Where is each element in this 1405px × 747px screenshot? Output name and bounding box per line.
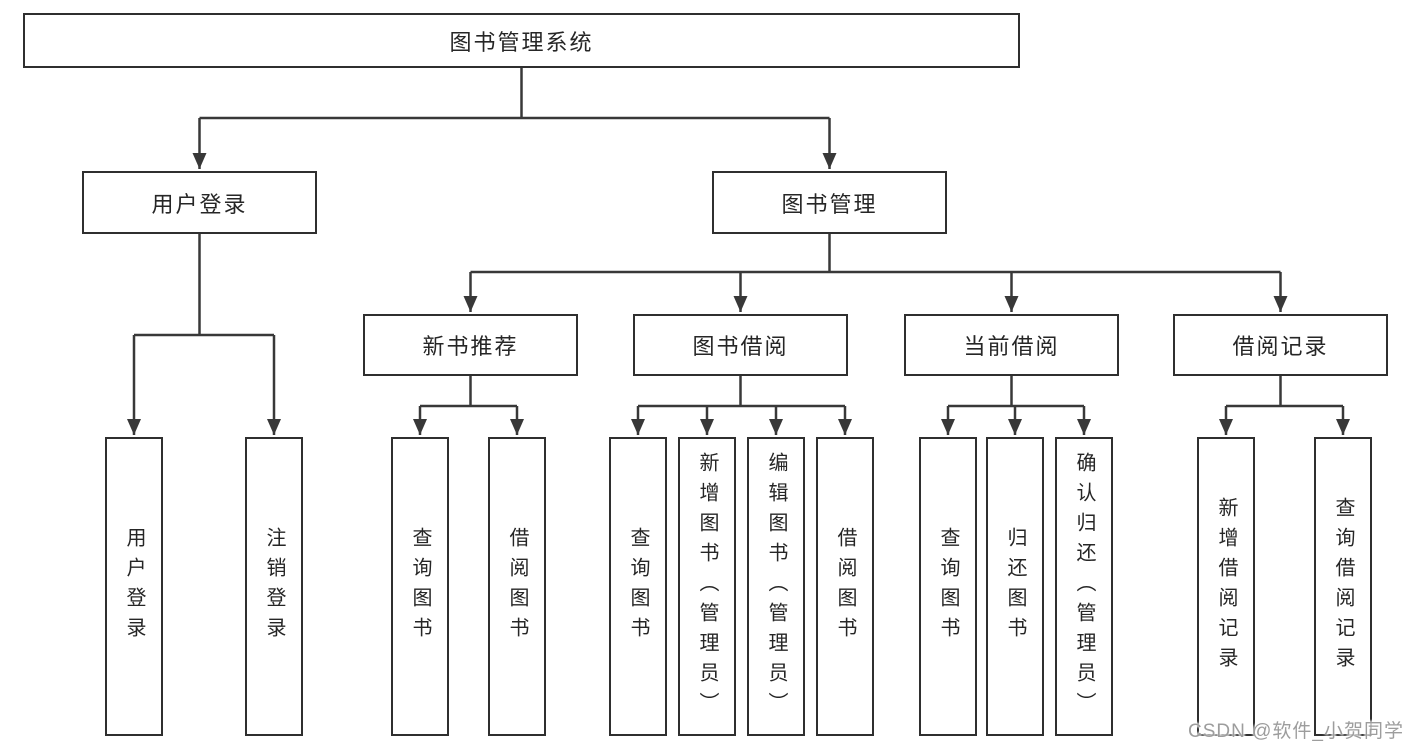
- node-new-book-recommend: 新书推荐: [363, 314, 578, 376]
- leaf-query-books-1: 查询图书: [391, 437, 449, 736]
- leaf-logout: 注销登录: [245, 437, 303, 736]
- node-book-management: 图书管理: [712, 171, 947, 234]
- leaf-add-loan-record: 新增借阅记录: [1197, 437, 1255, 736]
- node-current-loans: 当前借阅: [904, 314, 1119, 376]
- leaf-borrow-books-2: 借阅图书: [816, 437, 874, 736]
- leaf-query-books-3: 查询图书: [919, 437, 977, 736]
- node-library-management-system: 图书管理系统: [23, 13, 1020, 68]
- leaf-query-loan-record: 查询借阅记录: [1314, 437, 1372, 736]
- leaf-add-books-admin: 新增图书（管理员）: [678, 437, 736, 736]
- csdn-watermark: CSDN @软件_小贺同学: [1188, 721, 1404, 742]
- leaf-query-books-2: 查询图书: [609, 437, 667, 736]
- leaf-user-login: 用户登录: [105, 437, 163, 736]
- node-user-login: 用户登录: [82, 171, 317, 234]
- node-book-borrowing: 图书借阅: [633, 314, 848, 376]
- leaf-borrow-books-1: 借阅图书: [488, 437, 546, 736]
- node-loan-records: 借阅记录: [1173, 314, 1388, 376]
- leaf-edit-books-admin: 编辑图书（管理员）: [747, 437, 805, 736]
- leaf-confirm-return-admin: 确认归还（管理员）: [1055, 437, 1113, 736]
- leaf-return-books: 归还图书: [986, 437, 1044, 736]
